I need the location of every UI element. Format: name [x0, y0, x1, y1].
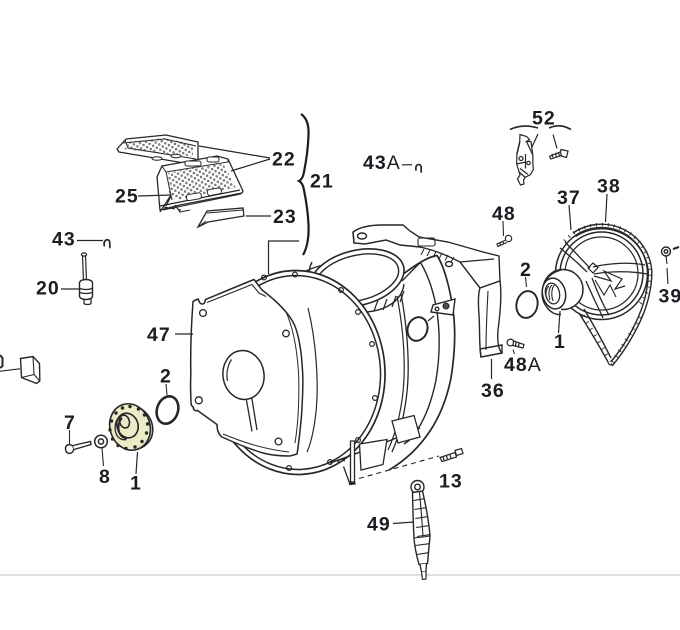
svg-text:48A: 48A	[504, 354, 542, 376]
svg-text:13: 13	[439, 471, 463, 493]
svg-text:7: 7	[64, 412, 76, 434]
svg-text:20: 20	[36, 278, 60, 300]
svg-text:8: 8	[99, 466, 111, 488]
svg-text:23: 23	[273, 206, 297, 228]
svg-text:39: 39	[659, 286, 680, 308]
svg-text:47: 47	[147, 324, 171, 346]
svg-text:38: 38	[597, 176, 621, 198]
svg-text:52: 52	[532, 108, 556, 130]
svg-text:2: 2	[160, 366, 172, 388]
svg-text:36: 36	[481, 380, 505, 402]
svg-text:1: 1	[130, 473, 142, 495]
svg-text:22: 22	[272, 149, 296, 171]
svg-text:48: 48	[492, 203, 516, 225]
svg-text:2: 2	[520, 259, 532, 281]
svg-text:25: 25	[115, 186, 139, 208]
svg-text:37: 37	[557, 187, 581, 209]
svg-text:21: 21	[310, 171, 334, 193]
svg-text:49: 49	[367, 514, 391, 536]
svg-text:43A: 43A	[363, 152, 401, 174]
svg-text:43: 43	[52, 229, 76, 251]
svg-text:1: 1	[554, 331, 566, 353]
